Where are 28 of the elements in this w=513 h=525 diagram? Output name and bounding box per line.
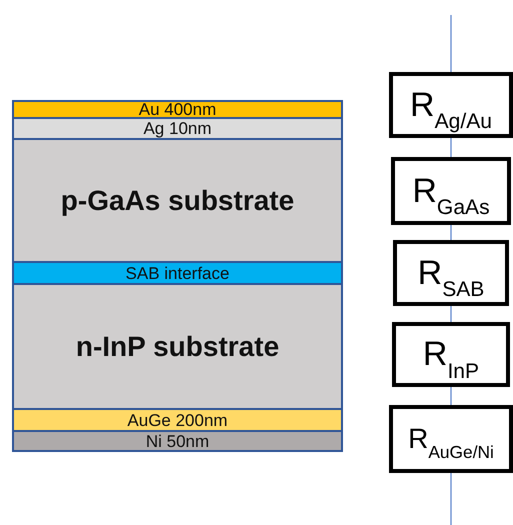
resistor-box [393,240,509,306]
substrate-layer [12,139,343,262]
layer-label: Au 400nm [138,100,216,118]
metal-layer [12,409,343,431]
layer-label: SAB interface [126,264,230,282]
resistor-box [389,72,513,138]
layer-label: n-InP substrate [76,330,280,364]
wire [450,386,452,406]
resistor-label: R$_{AuGe/Ni}$ [408,422,494,460]
substrate-layer [12,284,343,409]
wire [450,472,452,525]
layer-label: Ni 50nm [146,433,210,450]
resistor-label: R$_{Ag/Au}$ [410,84,492,130]
resistor-label: R$_{GaAs}$ [412,170,490,216]
resistor-box [389,405,513,473]
resistor-box [392,322,510,387]
metal-layer [12,118,343,139]
resistor-label: R$_{InP}$ [422,334,480,380]
layer-label: AuGe 200nm [127,412,228,428]
layer-label: Ag 10nm [143,120,212,137]
wire [450,224,452,240]
wire [450,14,452,72]
resistor-label: R$_{SAB}$ [418,252,484,298]
resistor-box [391,157,511,225]
layer-label: p-GaAs substrate [60,184,294,218]
wire [450,138,452,158]
interface-layer [12,262,343,284]
wire [450,306,452,322]
